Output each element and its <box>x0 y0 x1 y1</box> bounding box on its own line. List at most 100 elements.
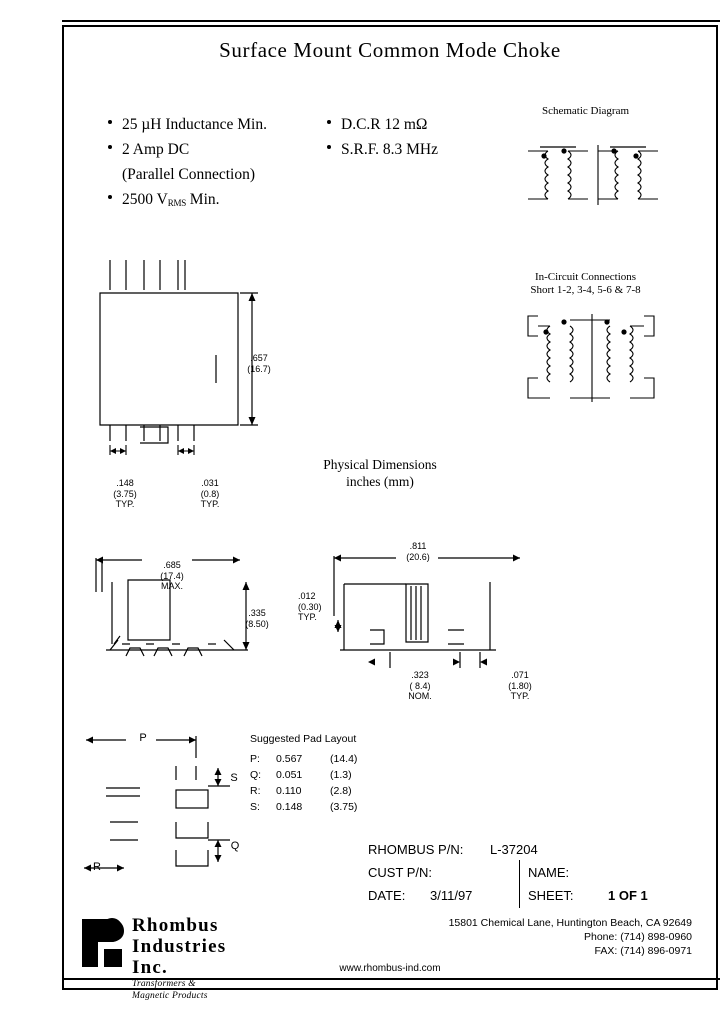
pad-row-key: Q: <box>250 769 262 781</box>
side-view-foot-note: TYP. <box>510 691 530 701</box>
pad-row-mm: (2.8) <box>330 785 352 797</box>
sheet-label: SHEET: <box>528 888 574 903</box>
spec-current: 2 Amp DC <box>108 137 267 162</box>
spec-inductance-text: 25 µH Inductance Min. <box>122 116 267 133</box>
side-view-thickness-inches: .012 <box>298 591 316 601</box>
rhombus-pn-value: L-37204 <box>490 842 538 857</box>
top-view-leadgap-mm: (0.8) <box>200 488 220 499</box>
pad-row-key: R: <box>250 785 261 797</box>
in-circuit-caption-line2: Short 1-2, 3-4, 5-6 & 7-8 <box>530 284 641 296</box>
side-view-foot-inches: .071 <box>511 670 529 680</box>
top-view-leadwidth-mm: (3.75) <box>113 488 137 499</box>
pad-row-mm: (3.75) <box>330 801 358 813</box>
front-view-width-mm: (17.4) <box>160 570 184 581</box>
top-view-leadgap-inches: .031 <box>201 478 219 488</box>
suggested-pad-layout-table: Suggested Pad Layout P: 0.567 (14.4) Q: … <box>250 733 357 815</box>
front-view-height-mm: (8.50) <box>245 618 269 629</box>
company-phone: Phone: (714) 898-0960 <box>584 931 692 943</box>
physical-dimensions-caption-line2: inches (mm) <box>346 474 414 489</box>
top-view-leadwidth-inches: .148 <box>116 478 134 488</box>
spec-srf-text: S.R.F. 8.3 MHz <box>341 141 438 158</box>
date-label: DATE: <box>368 888 406 903</box>
rhombus-logo-icon <box>82 918 124 967</box>
page-top-rule <box>62 20 720 22</box>
pad-mark-s: S <box>230 772 238 784</box>
company-tagline: Transformers & Magnetic Products <box>132 979 208 1001</box>
pad-layout-row: Q: 0.051 (1.3) <box>250 767 357 783</box>
polarity-dot <box>604 319 610 325</box>
front-view-width-note: MAX. <box>160 581 183 591</box>
cust-pn-label: CUST P/N: <box>368 865 433 880</box>
date-value: 3/11/97 <box>430 888 473 903</box>
spec-hipot-value: 2500 V <box>122 191 168 208</box>
side-view-thickness-mm: (0.30) <box>298 601 322 612</box>
polarity-dot <box>543 329 549 335</box>
polarity-dot <box>621 329 627 335</box>
polarity-dot <box>633 153 639 159</box>
spec-parallel-connection: (Parallel Connection) <box>122 166 255 183</box>
company-website[interactable]: www.rhombus-ind.com <box>339 963 441 974</box>
spec-inductance: 25 µH Inductance Min. <box>108 112 267 137</box>
pad-row-key: S: <box>250 801 260 813</box>
spec-srf: S.R.F. 8.3 MHz <box>327 137 438 162</box>
sheet-value: 1 OF 1 <box>608 888 648 903</box>
in-circuit-caption-line1: In-Circuit Connections <box>534 271 637 283</box>
page-title: Surface Mount Common Mode Choke <box>219 38 561 62</box>
side-view-pitch-inches: .323 <box>411 670 429 680</box>
name-label: NAME: <box>528 865 570 880</box>
pad-row-mm: (14.4) <box>330 753 358 765</box>
front-view-drawing <box>95 556 250 657</box>
side-view-thickness-dim: .012 (0.30) TYP. <box>298 591 340 623</box>
company-fax: FAX: (714) 896-0971 <box>594 945 692 957</box>
pad-layout-drawing <box>84 736 230 872</box>
pad-layout-row: P: 0.567 (14.4) <box>250 751 357 767</box>
top-view-leadgap-dim: .031 (0.8) TYP. <box>185 478 235 510</box>
side-view-length-inches: .811 <box>409 541 427 551</box>
bullet-icon <box>108 120 112 124</box>
company-contact-info: 15801 Chemical Lane, Huntington Beach, C… <box>449 916 692 958</box>
front-view-height-dim: .335 (8.50) <box>233 608 281 629</box>
polarity-dot <box>561 148 567 154</box>
front-view-height-inches: .335 <box>248 608 266 618</box>
top-view-leadgap-note: TYP. <box>200 499 220 509</box>
spec-hipot: 2500 VRMS Min. <box>108 187 267 216</box>
top-view-height-dim: .657 (16.7) <box>232 353 286 374</box>
pad-row-inches: 0.148 <box>276 801 303 813</box>
polarity-dot <box>611 148 617 154</box>
pad-layout-title: Suggested Pad Layout <box>250 733 357 745</box>
polarity-dot <box>561 319 567 325</box>
side-view-thickness-note: TYP. <box>298 612 317 622</box>
pad-mark-q: Q <box>230 840 240 852</box>
pad-row-inches: 0.567 <box>276 753 303 765</box>
top-view-height-inches: .657 <box>250 353 268 363</box>
pad-mark-p: P <box>139 732 147 744</box>
side-view-foot-dim: .071 (1.80) TYP. <box>495 670 545 702</box>
pad-row-mm: (1.3) <box>330 769 352 781</box>
pad-layout-row: S: 0.148 (3.75) <box>250 799 357 815</box>
company-name-block: Rhombus Industries Inc. Transformers & M… <box>132 915 226 1002</box>
schematic-diagram-caption: Schematic Diagram <box>541 105 630 117</box>
spec-list-right: D.C.R 12 mΩ S.R.F. 8.3 MHz <box>327 112 438 162</box>
pad-mark-r: R <box>93 861 101 873</box>
front-view-width-dim: .685 (17.4) MAX. <box>147 560 197 592</box>
spec-hipot-subscript: RMS <box>167 198 186 208</box>
company-address: 15801 Chemical Lane, Huntington Beach, C… <box>448 917 692 929</box>
spec-list-left: 25 µH Inductance Min. 2 Amp DC (Parallel… <box>108 112 267 216</box>
spec-current-text: 2 Amp DC <box>122 141 190 158</box>
side-view-length-mm: (20.6) <box>406 551 430 562</box>
pad-row-inches: 0.110 <box>276 785 302 797</box>
dimension-arrow <box>248 293 256 425</box>
top-view-drawing <box>99 260 258 455</box>
side-view-drawing <box>333 554 520 668</box>
top-view-leadwidth-note: TYP. <box>115 499 135 509</box>
bullet-icon <box>327 145 331 149</box>
spec-hipot-suffix: Min. <box>185 191 220 208</box>
bullet-icon <box>108 145 112 149</box>
spec-dcr-text: D.C.R 12 mΩ <box>341 116 428 133</box>
side-view-foot-mm: (1.80) <box>508 680 532 691</box>
physical-dimensions-caption-line1: Physical Dimensions <box>323 457 437 472</box>
pad-row-key: P: <box>250 753 260 765</box>
bullet-icon <box>327 120 331 124</box>
side-view-pitch-dim: .323 ( 8.4) NOM. <box>395 670 445 702</box>
top-view-leadwidth-dim: .148 (3.75) TYP. <box>100 478 150 510</box>
